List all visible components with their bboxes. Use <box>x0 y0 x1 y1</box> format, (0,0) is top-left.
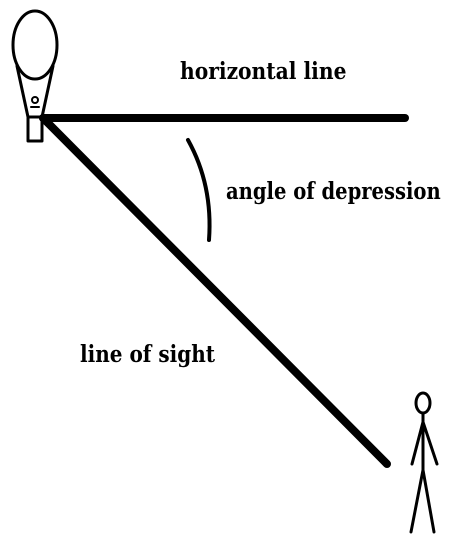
hot-air-balloon-icon <box>11 9 59 143</box>
line-of-sight <box>39 114 391 468</box>
horizontal-line-label: horizontal line <box>180 58 347 85</box>
angle-of-depression-label: angle of depression <box>226 178 441 205</box>
line-of-sight-label: line of sight <box>80 341 216 368</box>
stick-figure-person-icon <box>409 391 439 534</box>
angle-arc <box>186 138 212 242</box>
